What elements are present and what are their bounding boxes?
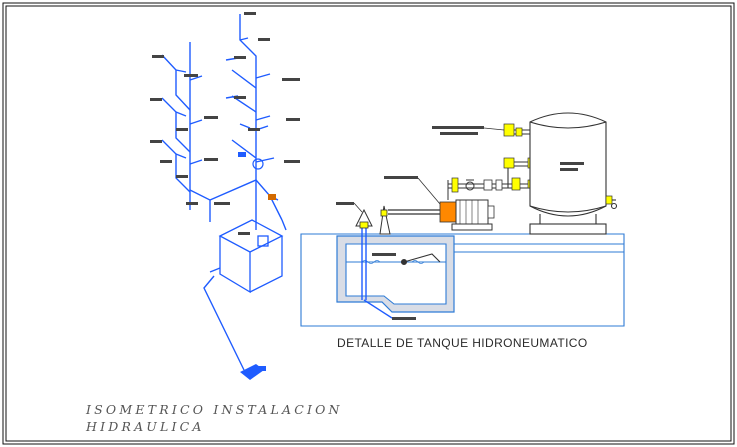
manifold-fittings [432, 123, 535, 193]
pump-motor [384, 176, 495, 231]
float-valve [372, 253, 441, 266]
iso-label-tags [150, 12, 300, 205]
discharge-pipe [388, 209, 440, 215]
suction-fittings [336, 202, 391, 235]
hydropneumatic-tank [529, 112, 618, 235]
iso-cistern [209, 219, 284, 294]
isometric-title: ISOMETRICO INSTALACION HIDRAULICA [86, 401, 343, 435]
suction-pipe [361, 226, 416, 320]
iso-fittings [238, 152, 276, 200]
inner-frame [5, 5, 732, 442]
ground-section [300, 233, 625, 327]
sump-pit [336, 235, 455, 313]
isometric-title-line2: HIDRAULICA [86, 419, 205, 434]
isometric-title-line1: ISOMETRICO INSTALACION [86, 402, 343, 417]
isometric-piping [161, 14, 287, 371]
iso-pump [240, 364, 266, 380]
detail-caption: DETALLE DE TANQUE HIDRONEUMATICO [337, 336, 588, 350]
